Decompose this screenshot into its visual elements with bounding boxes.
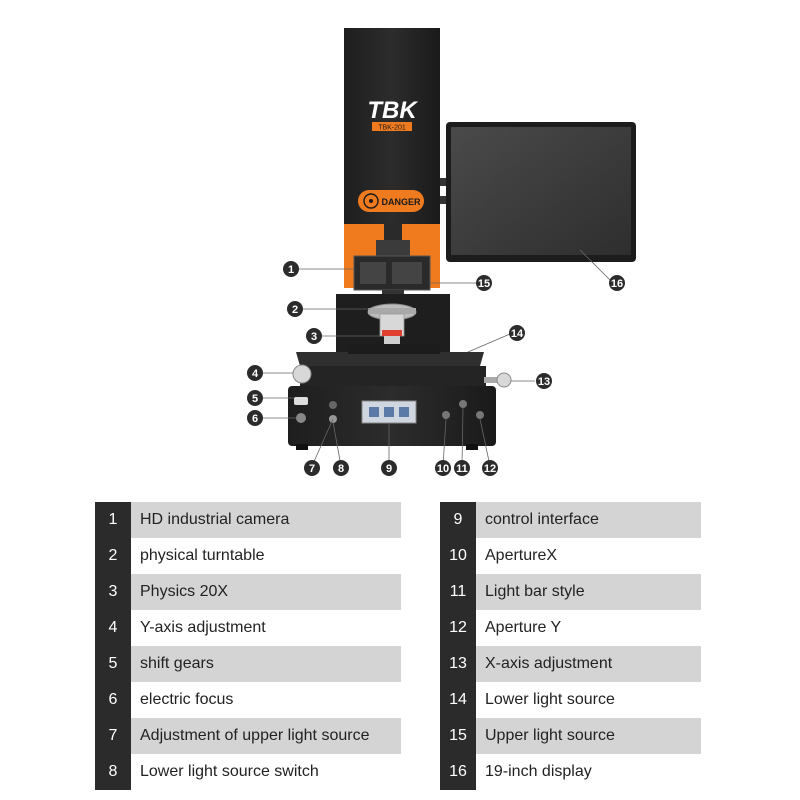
brand-logo: TBK [367,97,418,124]
display-monitor [436,122,636,262]
legend-number: 13 [440,646,476,682]
callout-2: 2 [287,301,303,317]
svg-text:3: 3 [311,331,317,343]
callout-1: 1 [283,261,299,277]
callout-15: 15 [476,275,492,291]
legend-label: Adjustment of upper light source [131,718,401,754]
machine-diagram: TBK TBK-201 DANGER [247,28,636,476]
legend-number: 9 [440,502,476,538]
model-label: TBK-201 [378,125,406,132]
legend-number: 3 [95,574,131,610]
legend-label: Aperture Y [476,610,701,646]
svg-text:9: 9 [386,463,392,475]
svg-text:14: 14 [511,328,524,340]
legend-label: Upper light source [476,718,701,754]
legend-number: 4 [95,610,131,646]
svg-text:4: 4 [252,368,259,380]
legend-label: Light bar style [476,574,701,610]
legend-number: 6 [95,682,131,718]
svg-text:8: 8 [338,463,344,475]
svg-text:5: 5 [252,393,258,405]
legend-label: X-axis adjustment [476,646,701,682]
callout-12: 12 [482,460,498,476]
danger-label: DANGER [381,197,421,207]
svg-text:6: 6 [252,413,258,425]
legend-label: physical turntable [131,538,401,574]
callout-9: 9 [381,460,397,476]
legend-label: ApertureX [476,538,701,574]
svg-text:1: 1 [288,264,294,276]
callout-14: 14 [509,325,525,341]
callout-16: 16 [609,275,625,291]
base-unit [288,386,496,450]
objective-lens [379,313,405,344]
svg-text:16: 16 [611,278,623,290]
focus-knob-icon [296,413,306,423]
callout-11: 11 [454,460,470,476]
legend-number: 7 [95,718,131,754]
legend-number: 1 [95,502,131,538]
shift-gears-switch [294,397,308,405]
x-axis-knob-icon [496,372,512,388]
callout-6: 6 [247,410,263,426]
legend-label: Lower light source switch [131,754,401,790]
callout-10: 10 [435,460,451,476]
legend-number: 8 [95,754,131,790]
y-axis-knob-icon [292,364,312,384]
legend-number: 16 [440,754,476,790]
camera-assembly [353,224,431,304]
svg-text:12: 12 [484,463,496,475]
callout-3: 3 [306,328,322,344]
legend-label: shift gears [131,646,401,682]
legend-number: 14 [440,682,476,718]
legend-number: 5 [95,646,131,682]
legend-label: Y-axis adjustment [131,610,401,646]
legend-label: control interface [476,502,701,538]
stage-platform [292,344,512,388]
svg-text:13: 13 [538,376,550,388]
legend-number: 2 [95,538,131,574]
legend-number: 10 [440,538,476,574]
legend-number: 12 [440,610,476,646]
svg-text:15: 15 [478,278,490,290]
svg-text:7: 7 [309,463,315,475]
callout-7: 7 [304,460,320,476]
svg-text:10: 10 [437,463,449,475]
legend-label: Physics 20X [131,574,401,610]
callout-13: 13 [536,373,552,389]
callout-5: 5 [247,390,263,406]
svg-text:2: 2 [292,304,298,316]
legend-number: 15 [440,718,476,754]
legend-label: electric focus [131,682,401,718]
svg-text:11: 11 [456,463,468,475]
callout-4: 4 [247,365,263,381]
legend-number: 11 [440,574,476,610]
legend-label: HD industrial camera [131,502,401,538]
legend-label: 19-inch display [476,754,701,790]
leader-lines [262,249,611,467]
laser-warning-icon [363,193,379,209]
callout-8: 8 [333,460,349,476]
legend-label: Lower light source [476,682,701,718]
